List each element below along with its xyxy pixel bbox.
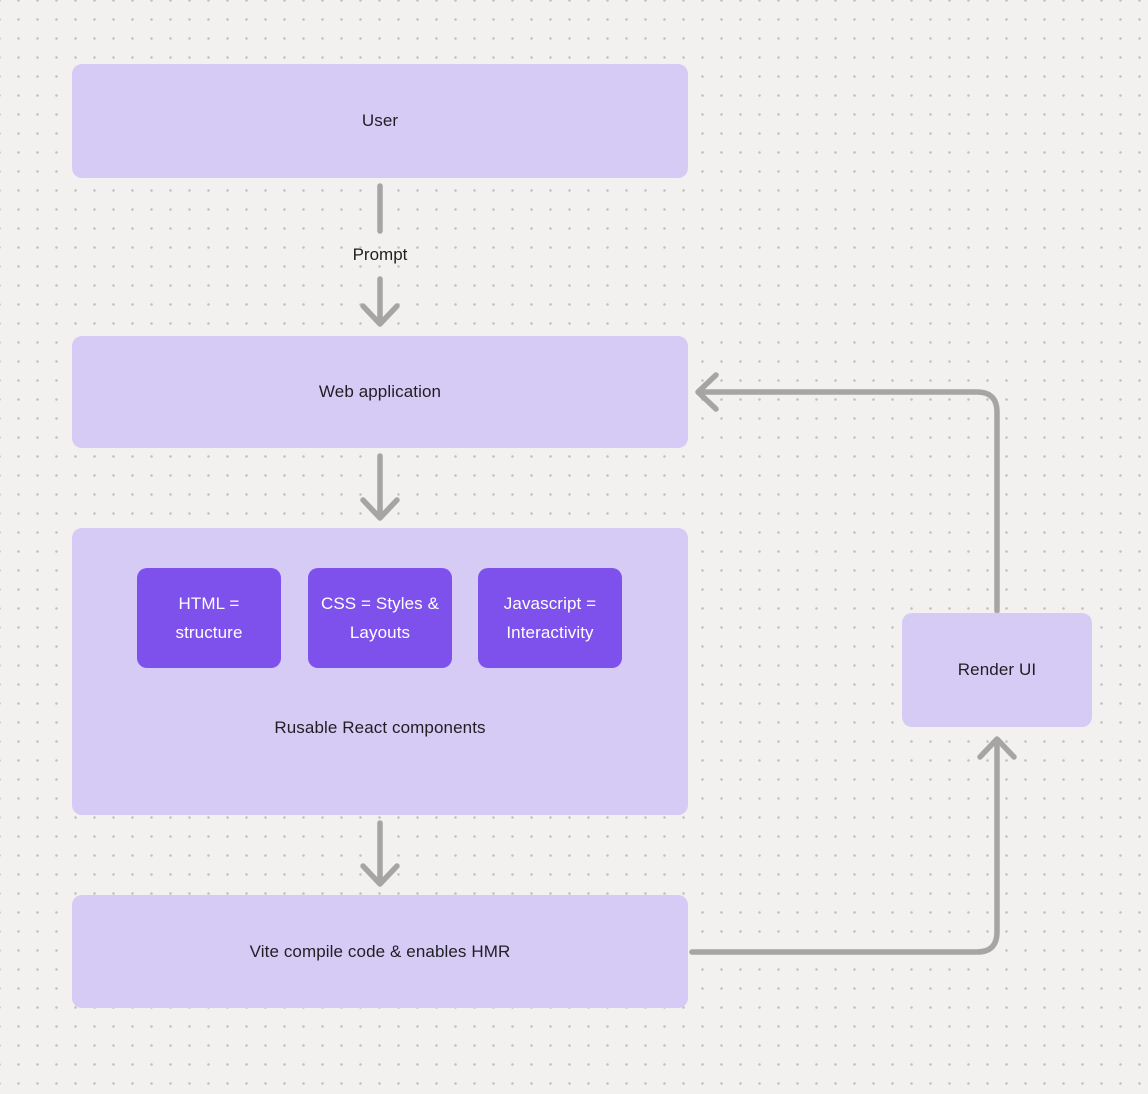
arrow-webapp-to-components xyxy=(360,453,400,521)
chip-javascript: Javascript = Interactivity xyxy=(478,568,622,668)
node-react-components: HTML = structure CSS = Styles & Layouts … xyxy=(72,528,688,815)
chip-css-label: CSS = Styles & Layouts xyxy=(320,594,440,642)
node-user: User xyxy=(72,64,688,178)
chip-css: CSS = Styles & Layouts xyxy=(308,568,452,668)
arrow-vite-to-renderui xyxy=(689,736,1017,955)
chip-html-label: HTML = structure xyxy=(175,594,243,642)
node-vite-label: Vite compile code & enables HMR xyxy=(249,941,511,961)
node-user-label: User xyxy=(361,111,399,130)
node-web-application-label: Web application xyxy=(318,382,442,401)
arrow-components-to-vite xyxy=(360,820,400,887)
chip-html: HTML = structure xyxy=(137,568,281,668)
node-web-application: Web application xyxy=(72,336,688,448)
arrow-renderui-to-webapp xyxy=(695,372,1000,614)
edge-label-prompt: Prompt xyxy=(352,245,408,264)
node-render-ui: Render UI xyxy=(902,613,1092,727)
node-render-ui-label: Render UI xyxy=(957,660,1037,679)
components-caption: Rusable React components xyxy=(274,718,486,737)
node-vite: Vite compile code & enables HMR xyxy=(72,895,688,1008)
chip-javascript-label: Javascript = Interactivity xyxy=(503,594,597,642)
